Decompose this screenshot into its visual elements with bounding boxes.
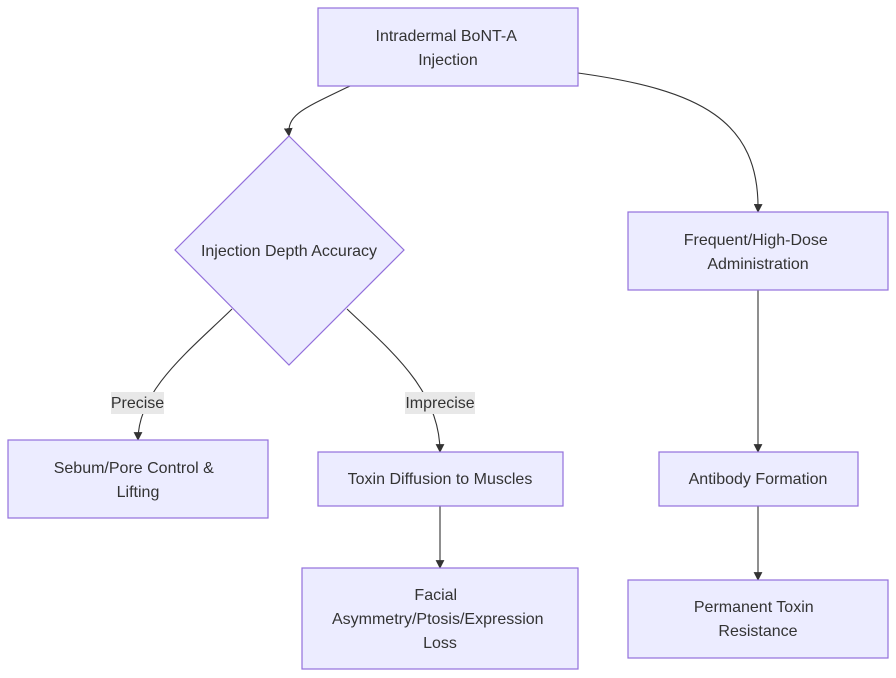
node-antibody: Antibody Formation xyxy=(658,451,859,507)
node-frequent: Frequent/High-Dose Administration xyxy=(627,211,889,291)
node-resistance: Permanent Toxin Resistance xyxy=(627,579,889,659)
edge-depth-to-sebum xyxy=(133,308,233,441)
edge-label-imprecise-text: Imprecise xyxy=(405,395,474,412)
edge-label-imprecise: Imprecise xyxy=(405,392,475,414)
node-asymmetry-label: Facial Asymmetry/Ptosis/Expression Loss xyxy=(332,587,548,652)
edge-label-precise-text: Precise xyxy=(111,395,164,412)
node-depth-label: Injection Depth Accuracy xyxy=(201,243,377,260)
node-injection-label: Intradermal BoNT-A Injection xyxy=(376,28,521,69)
node-resistance-label: Permanent Toxin Resistance xyxy=(694,599,818,640)
node-diffusion-label: Toxin Diffusion to Muscles xyxy=(348,471,533,488)
edge-injection-to-depth xyxy=(283,85,351,137)
node-injection: Intradermal BoNT-A Injection xyxy=(317,7,579,87)
node-sebum-label: Sebum/Pore Control & Lifting xyxy=(54,460,219,501)
edge-injection-to-frequent xyxy=(577,72,763,213)
node-frequent-label: Frequent/High-Dose Administration xyxy=(684,232,833,273)
node-asymmetry: Facial Asymmetry/Ptosis/Expression Loss xyxy=(301,567,579,670)
edge-depth-to-diffusion xyxy=(346,308,445,453)
edge-label-precise: Precise xyxy=(111,392,164,414)
node-antibody-label: Antibody Formation xyxy=(689,471,828,488)
node-sebum: Sebum/Pore Control & Lifting xyxy=(7,439,269,519)
node-depth-decision: Injection Depth Accuracy xyxy=(174,135,405,366)
node-diffusion: Toxin Diffusion to Muscles xyxy=(317,451,564,507)
